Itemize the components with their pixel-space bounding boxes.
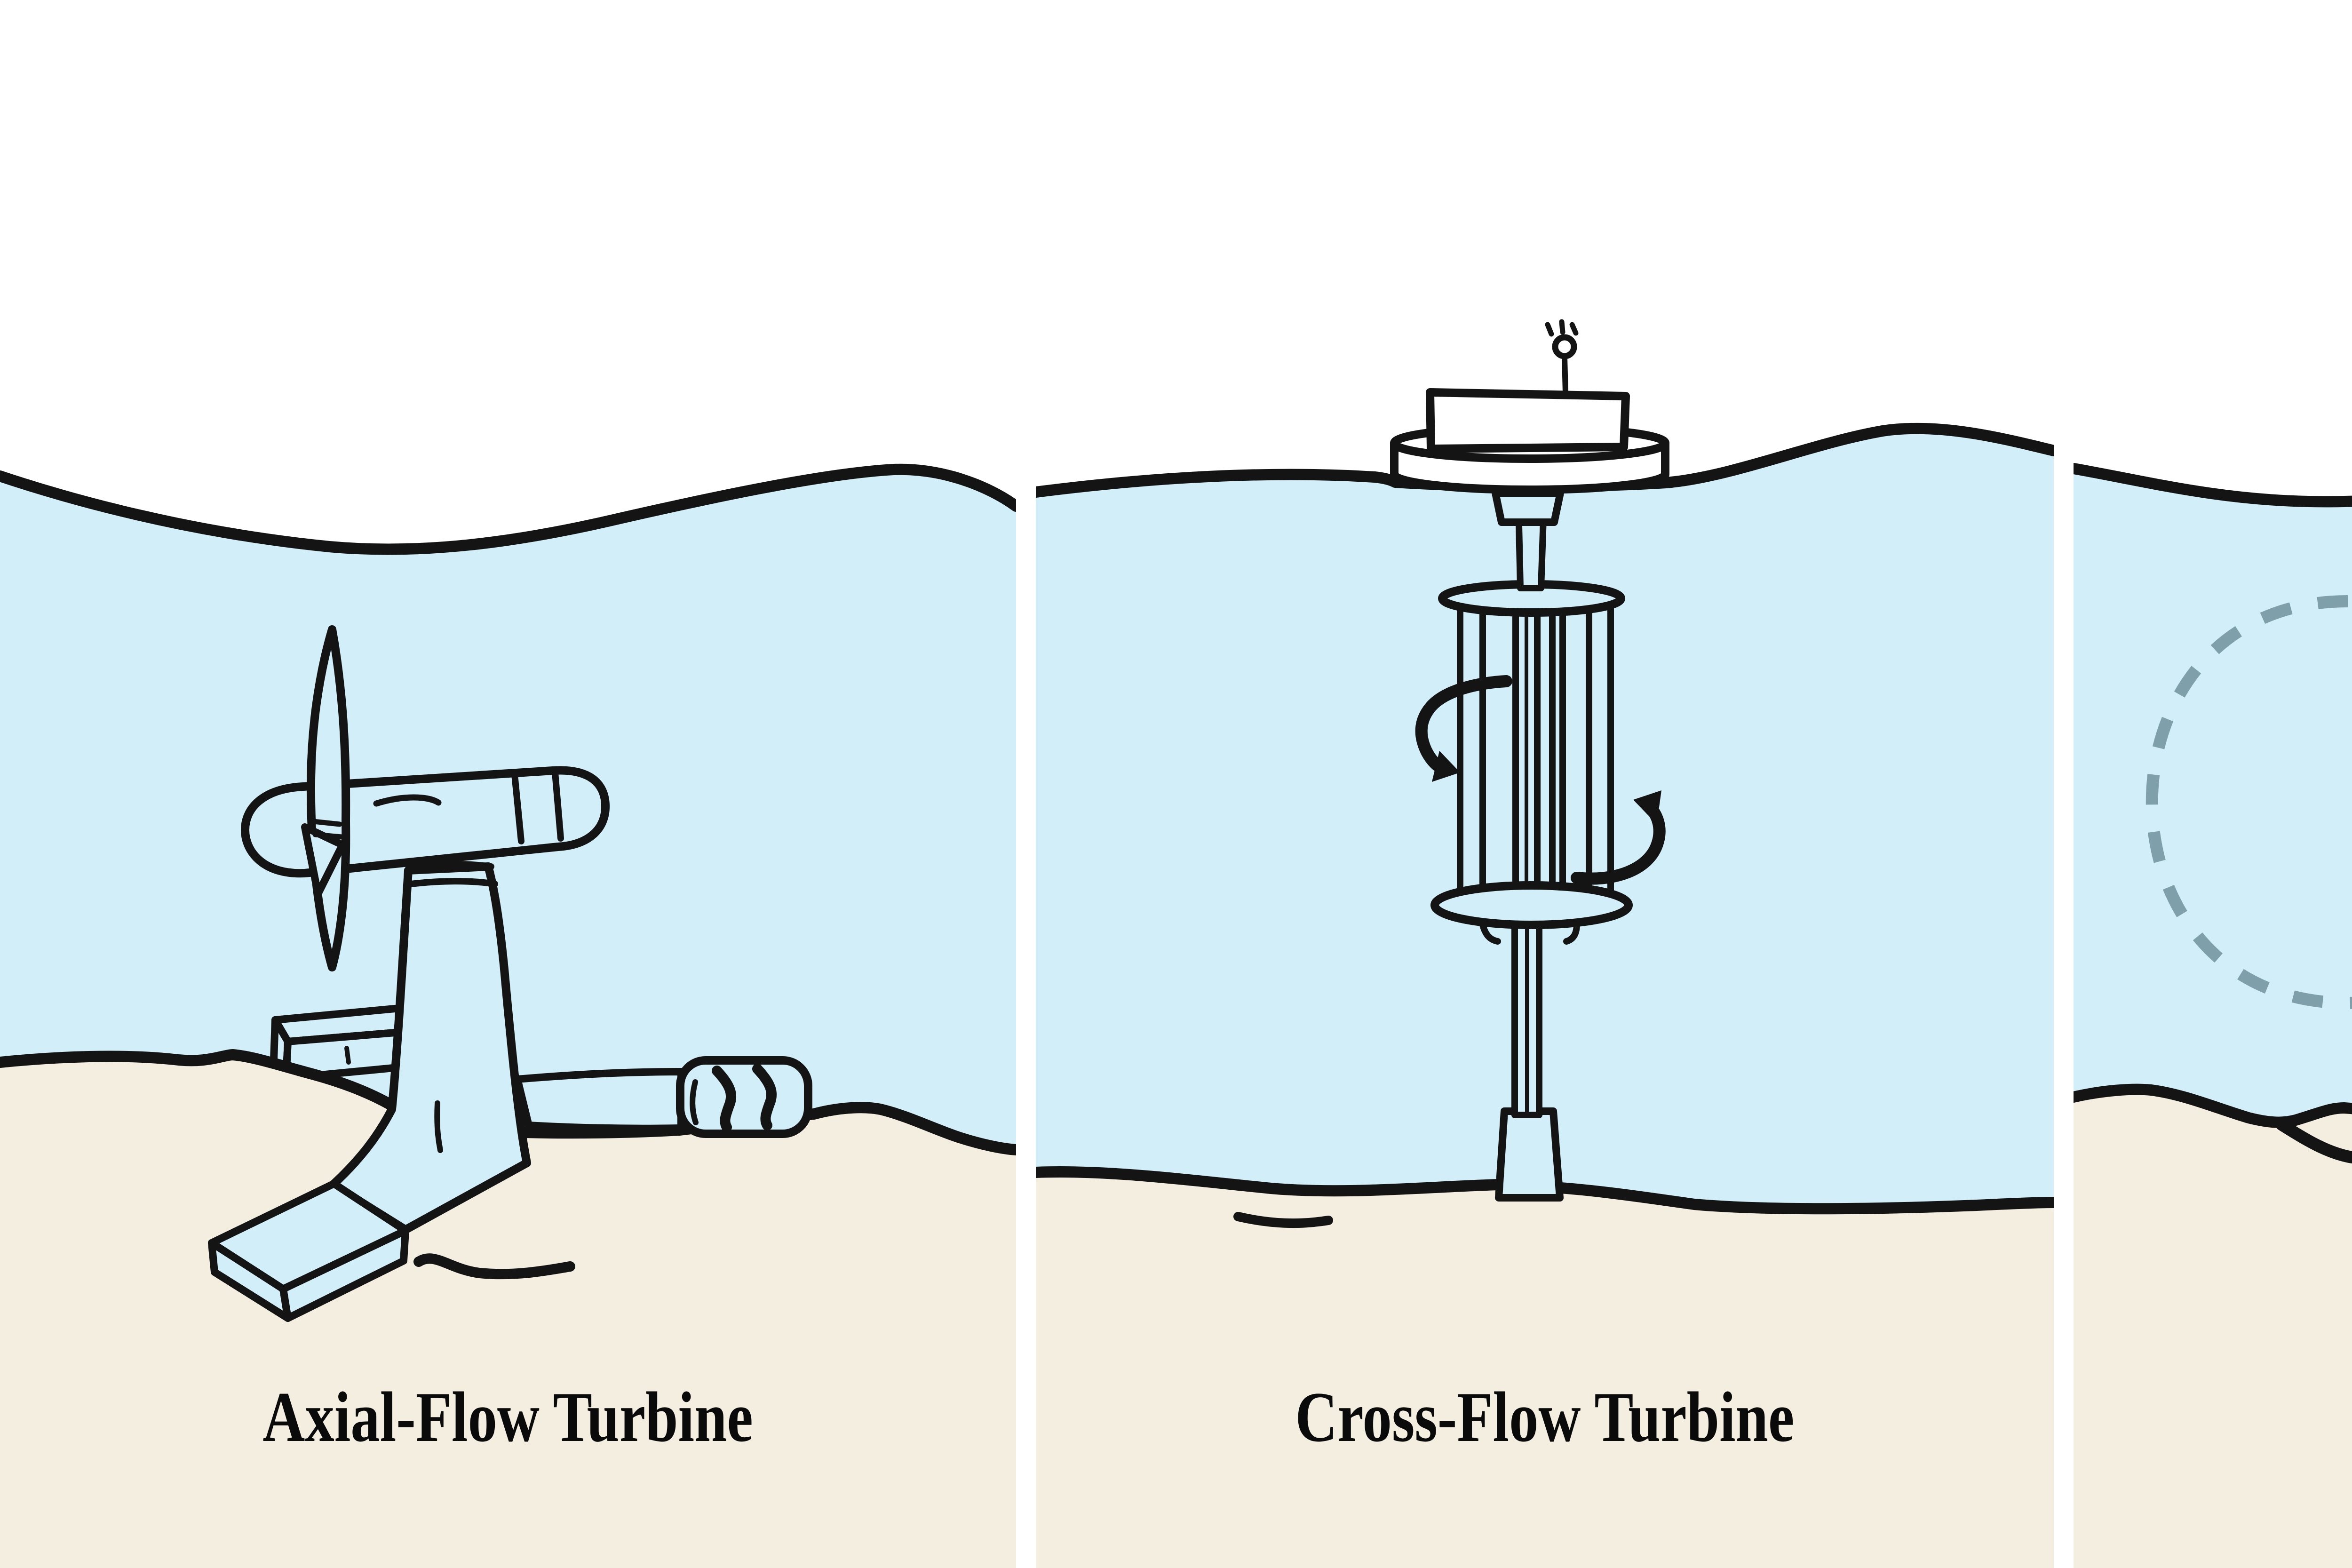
rotation-arrow-icon [1415, 675, 1512, 782]
water-surface-line [0, 463, 1016, 555]
upper-drive-shaft [1492, 489, 1564, 591]
seabed-line [1036, 1166, 2054, 1215]
panel-label-cross-flow: Cross-Flow Turbine [1295, 1377, 1795, 1457]
chevron-icon [752, 1064, 777, 1130]
rotor-blade [1586, 600, 1614, 912]
rotor-blades [301, 625, 350, 971]
panel-label-tidal-kite: Tidal Kite [2074, 1370, 2352, 1464]
water-surface-line [2074, 463, 2352, 508]
cross-flow-rotor-cage [1430, 580, 1633, 945]
antenna-beacon-icon [1552, 334, 1577, 359]
panel-axial-flow-turbine: Axial-Flow Turbine [0, 0, 1016, 1568]
panel-tidal-kite: Tidal Kite [2074, 0, 2352, 1568]
seabed-area [1036, 1166, 2054, 1568]
rotation-arrow-icon [1571, 790, 1666, 885]
signal-sparkle-icon [1545, 319, 1579, 337]
sand-squiggle [2275, 1118, 2352, 1164]
cross-flow-turbine-illustration [1036, 319, 2054, 1568]
sand-squiggle [1233, 1212, 1333, 1228]
ballast-pod [676, 1056, 812, 1138]
seabed-foundation [1495, 919, 1564, 1202]
cage-bottom-plate [1430, 881, 1633, 929]
buoy-platform [1390, 319, 1669, 494]
rotor-blade [1549, 600, 1566, 912]
rotor-blade [1457, 600, 1486, 912]
seabed-line [2074, 1083, 2352, 1128]
foundation-arm [514, 1068, 685, 1132]
axial-flow-turbine-illustration [0, 463, 1016, 1568]
panel-label-axial-flow: Axial-Flow Turbine [262, 1377, 754, 1457]
panel-cross-flow-turbine: Cross-Flow Turbine [1036, 0, 2054, 1568]
tidal-kite-illustration [2074, 463, 2352, 1568]
equipment-box [1426, 388, 1630, 453]
foot-block [208, 1180, 409, 1322]
chevron-icon [712, 1066, 737, 1132]
sand-squiggle [413, 1253, 575, 1280]
seabed-area [2074, 1083, 2352, 1568]
